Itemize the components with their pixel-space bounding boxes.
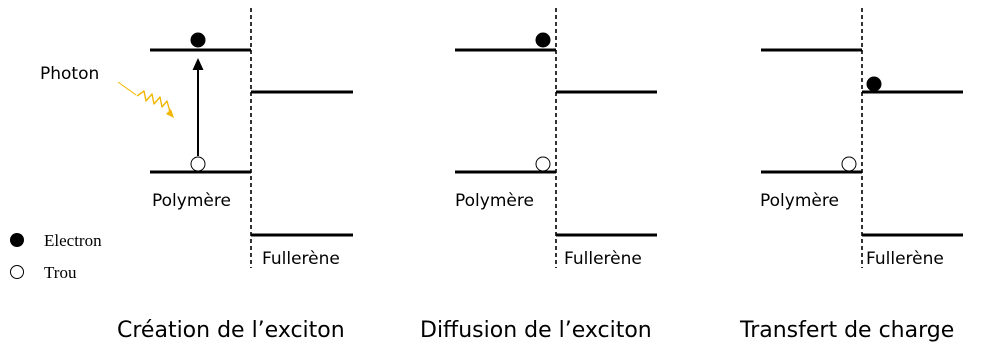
electron-dot — [866, 76, 882, 92]
excitation-arrowhead — [192, 58, 204, 70]
panel-title: Création de l’exciton — [117, 318, 345, 343]
acceptor-label: Fullerène — [866, 249, 944, 269]
panel-charge-transfer: Polymère Fullerène Transfert de charge — [739, 8, 963, 343]
legend-electron-label: Electron — [44, 231, 102, 250]
hole-dot — [841, 156, 857, 172]
panel-exciton-diffusion: Polymère Fullerène Diffusion de l’excito… — [420, 8, 657, 343]
hole-dot — [190, 156, 206, 172]
legend-hole-icon — [10, 265, 24, 279]
photon-connector — [117, 81, 137, 96]
panel-exciton-creation: Photon Polymère Fullerène Création de l’… — [40, 8, 353, 343]
legend-electron-icon — [10, 233, 24, 247]
electron-dot — [190, 32, 206, 48]
photon-arrowhead — [166, 109, 174, 118]
acceptor-label: Fullerène — [262, 249, 340, 269]
legend: Electron Trou — [10, 231, 102, 282]
electron-dot — [535, 32, 551, 48]
donor-label: Polymère — [152, 191, 231, 211]
hole-dot — [535, 156, 551, 172]
panel-title: Transfert de charge — [739, 318, 954, 343]
donor-label: Polymère — [455, 191, 534, 211]
photon-label: Photon — [40, 64, 99, 84]
photon-wave-icon — [136, 90, 171, 113]
legend-hole-label: Trou — [44, 263, 77, 282]
acceptor-label: Fullerène — [564, 249, 642, 269]
panel-title: Diffusion de l’exciton — [420, 318, 652, 343]
donor-label: Polymère — [760, 191, 839, 211]
